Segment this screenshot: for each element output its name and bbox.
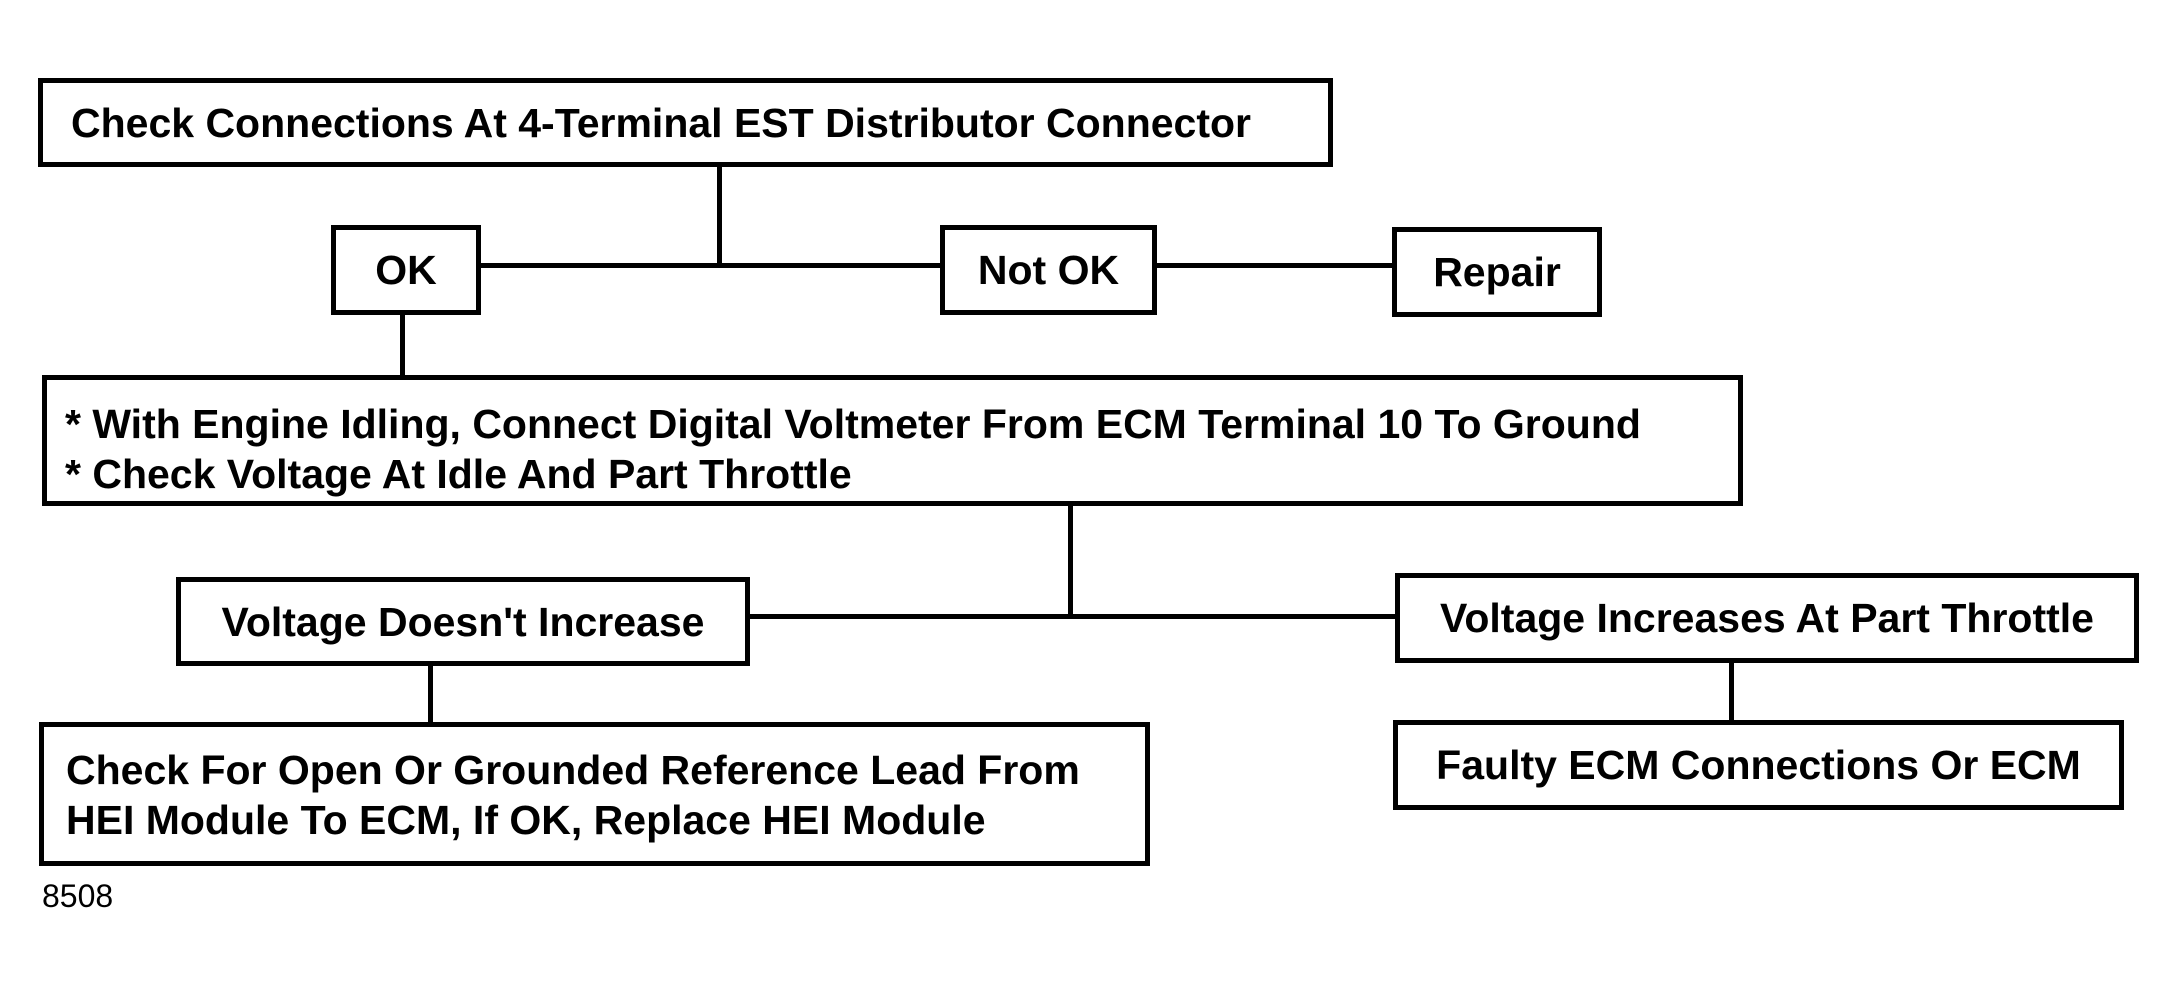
connector-voltage-branch xyxy=(750,614,1400,619)
test-step-line-2: * Check Voltage At Idle And Part Throttl… xyxy=(65,451,852,497)
not-ok-box: Not OK xyxy=(940,225,1157,315)
connector-increases-to-faulty-ecm xyxy=(1729,662,1734,722)
connector-ok-to-test xyxy=(400,315,405,380)
figure-number: 8508 xyxy=(42,878,114,914)
repair-text: Repair xyxy=(1433,249,1561,295)
connector-doesnt-increase-to-check-lead xyxy=(428,665,433,725)
connector-check-to-branch xyxy=(717,162,722,267)
check-reference-lead-line-1: Check For Open Or Grounded Reference Lea… xyxy=(66,747,1080,793)
not-ok-text: Not OK xyxy=(977,247,1120,293)
ok-text: OK xyxy=(375,247,437,293)
check-connections-box: Check Connections At 4-Terminal EST Dist… xyxy=(38,78,1333,167)
connector-test-to-branch xyxy=(1068,506,1073,618)
ok-box: OK xyxy=(331,225,481,315)
voltage-doesnt-increase-box: Voltage Doesn't Increase xyxy=(176,577,750,666)
voltage-doesnt-increase-text: Voltage Doesn't Increase xyxy=(221,598,705,645)
faulty-ecm-box: Faulty ECM Connections Or ECM xyxy=(1393,720,2124,810)
check-reference-lead-line-2: HEI Module To ECM, If OK, Replace HEI Mo… xyxy=(66,797,986,843)
connector-ok-to-notok xyxy=(476,263,945,268)
check-connections-text: Check Connections At 4-Terminal EST Dist… xyxy=(71,99,1252,146)
test-step-line-1: * With Engine Idling, Connect Digital Vo… xyxy=(65,401,1641,447)
repair-box: Repair xyxy=(1392,227,1602,317)
voltage-increases-text: Voltage Increases At Part Throttle xyxy=(1440,595,2094,641)
faulty-ecm-text: Faulty ECM Connections Or ECM xyxy=(1436,742,2081,788)
test-step-box: * With Engine Idling, Connect Digital Vo… xyxy=(42,375,1743,506)
voltage-increases-box: Voltage Increases At Part Throttle xyxy=(1395,573,2139,663)
check-reference-lead-box: Check For Open Or Grounded Reference Lea… xyxy=(39,722,1150,866)
connector-notok-to-repair xyxy=(1157,263,1397,268)
